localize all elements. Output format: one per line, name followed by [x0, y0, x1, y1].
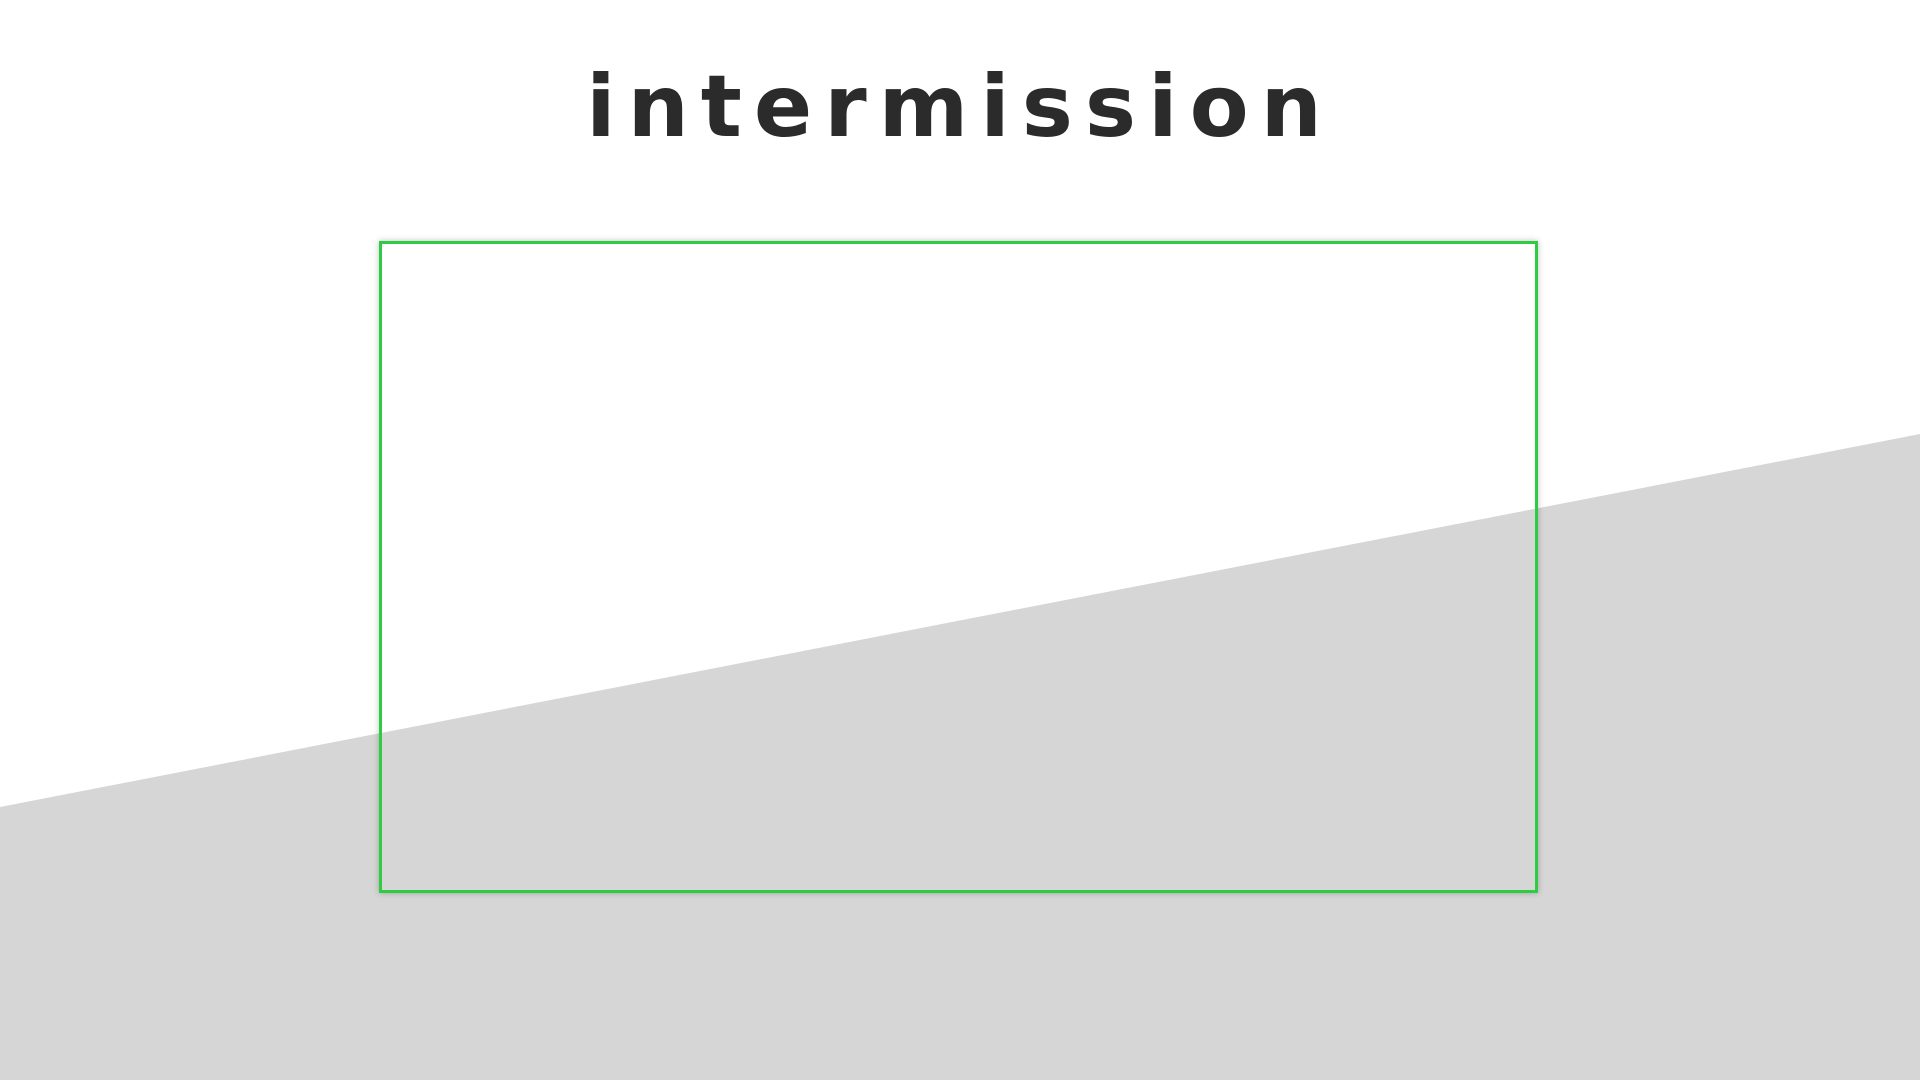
scene-capture-frame	[379, 241, 1538, 893]
diagonal-band	[0, 434, 1920, 1080]
page-title: intermission	[586, 57, 1334, 157]
